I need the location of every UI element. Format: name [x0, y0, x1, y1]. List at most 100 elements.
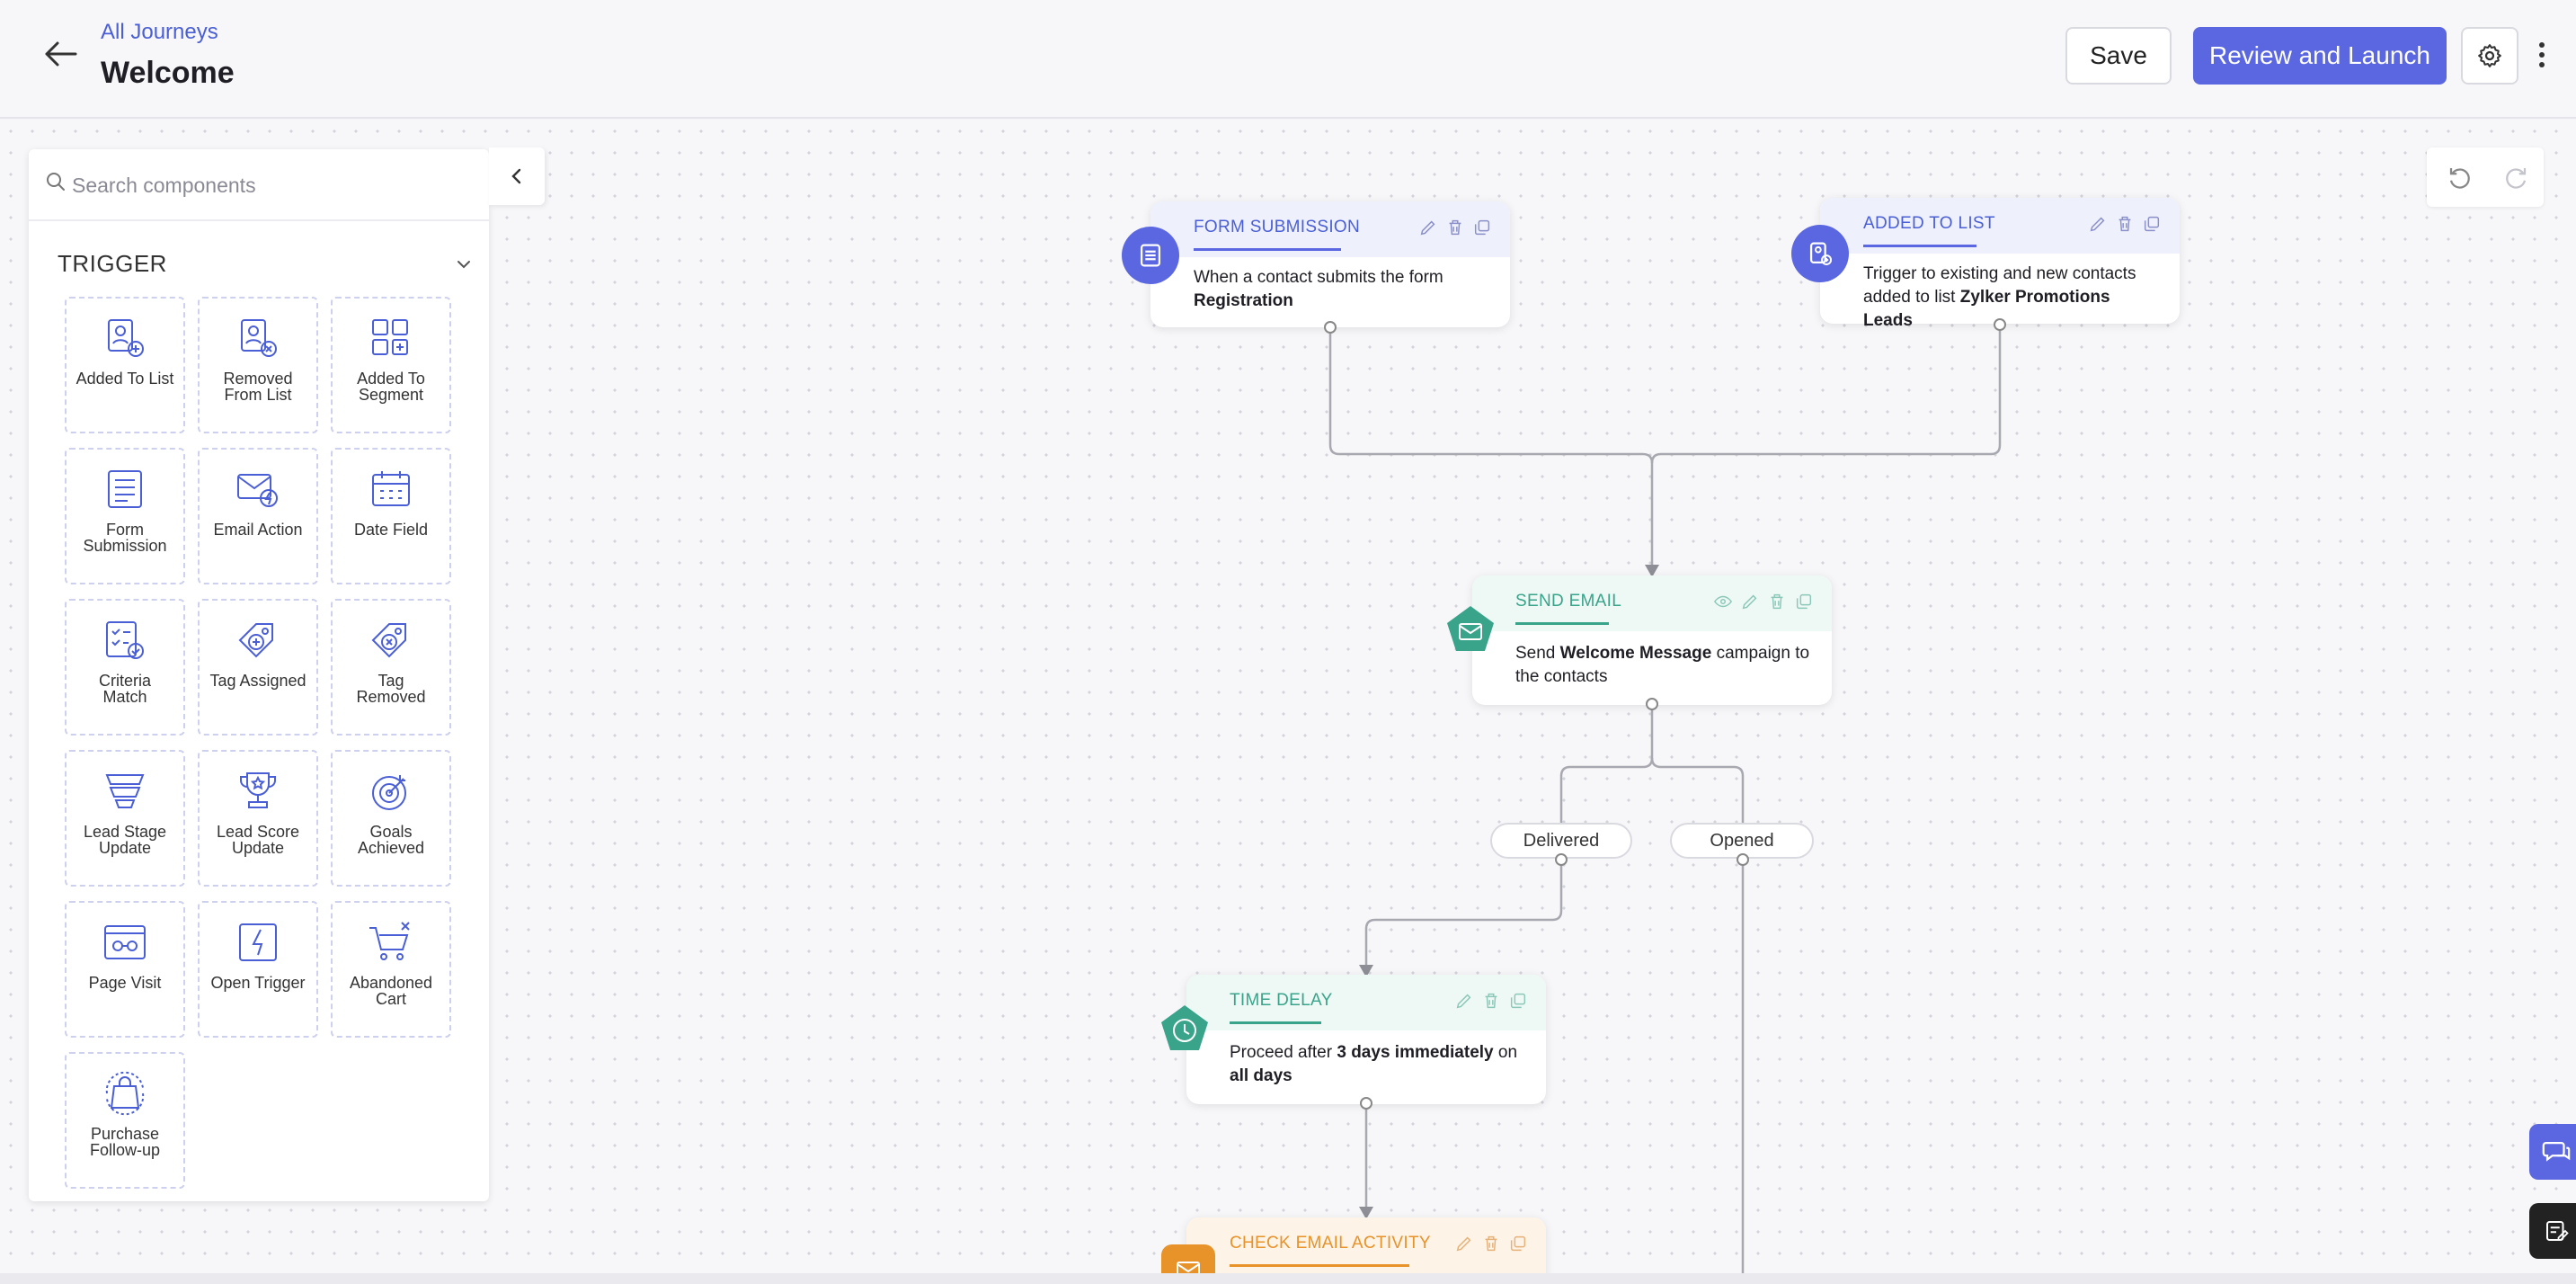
- node-actions: [1454, 991, 1528, 1011]
- trigger-section-header[interactable]: TRIGGER: [58, 243, 480, 286]
- node-send-email[interactable]: SEND EMAIL Send Welcome Message campaign…: [1472, 575, 1832, 705]
- node-actions: [1454, 1234, 1528, 1253]
- node-title: SEND EMAIL: [1515, 592, 1622, 611]
- page-title: Welcome: [101, 56, 235, 90]
- branch-port[interactable]: [1737, 853, 1749, 866]
- component-added-to-segment[interactable]: Added To Segment: [331, 297, 451, 433]
- node-description: Send Welcome Message campaign to the con…: [1515, 644, 1810, 686]
- chevron-left-icon: [511, 168, 521, 184]
- delete-icon[interactable]: [1445, 218, 1465, 237]
- duplicate-icon[interactable]: [1472, 218, 1492, 237]
- node-title: FORM SUBMISSION: [1194, 218, 1361, 236]
- undo-redo-controls: [2427, 147, 2544, 207]
- edit-icon[interactable]: [1454, 1234, 1474, 1253]
- chat-support-icon[interactable]: [2529, 1124, 2576, 1180]
- bottom-strip: [0, 1273, 2576, 1284]
- branch-delivered[interactable]: Delivered: [1490, 823, 1632, 859]
- open-trigger-icon: [239, 923, 277, 961]
- cart-icon: [369, 922, 410, 960]
- list-add-icon: [1791, 225, 1849, 282]
- funnel-icon: [105, 774, 145, 808]
- node-description: Trigger to existing and new contacts add…: [1863, 264, 2136, 330]
- email-action-icon: [237, 474, 278, 507]
- component-tag-assigned[interactable]: Tag Assigned: [198, 599, 318, 736]
- delete-icon[interactable]: [1767, 592, 1787, 611]
- component-lead-stage-update[interactable]: Lead Stage Update: [65, 750, 185, 887]
- branch-port[interactable]: [1555, 853, 1568, 866]
- node-check-email-activity[interactable]: CHECK EMAIL ACTIVITY: [1186, 1217, 1546, 1284]
- node-actions: [1418, 218, 1492, 237]
- preview-eye-icon[interactable]: [1713, 592, 1733, 611]
- redo-icon[interactable]: [2502, 164, 2529, 191]
- component-added-to-list[interactable]: Added To List: [65, 297, 185, 433]
- tag-remove-icon: [371, 623, 406, 658]
- page-visit-icon: [104, 925, 146, 959]
- search-bar: [29, 149, 489, 221]
- more-options-icon[interactable]: [2527, 32, 2556, 77]
- trophy-icon: [240, 772, 276, 808]
- edit-icon[interactable]: [1740, 592, 1760, 611]
- collapse-panel-button[interactable]: [489, 147, 545, 205]
- duplicate-icon[interactable]: [1508, 991, 1528, 1011]
- criteria-icon: [106, 621, 144, 659]
- component-tag-removed[interactable]: Tag Removed: [331, 599, 451, 736]
- settings-gear-icon[interactable]: [2461, 27, 2518, 85]
- purchase-icon: [105, 1071, 145, 1116]
- segment-add-icon: [372, 319, 408, 355]
- top-header: All Journeys Welcome Save Review and Lau…: [0, 0, 2576, 119]
- form-icon: [1122, 227, 1179, 284]
- search-icon: [45, 171, 70, 196]
- duplicate-icon[interactable]: [1508, 1234, 1528, 1253]
- component-removed-from-list[interactable]: Removed From List: [198, 297, 318, 433]
- node-actions: [1713, 592, 1814, 611]
- breadcrumb-all-journeys[interactable]: All Journeys: [101, 20, 218, 44]
- output-port[interactable]: [1324, 321, 1337, 334]
- node-actions: [2088, 214, 2162, 234]
- duplicate-icon[interactable]: [1794, 592, 1814, 611]
- output-port[interactable]: [1994, 318, 2006, 331]
- tag-add-icon: [238, 623, 273, 658]
- component-page-visit[interactable]: Page Visit: [65, 901, 185, 1038]
- list-remove-icon: [241, 319, 277, 357]
- component-criteria-match[interactable]: Criteria Match: [65, 599, 185, 736]
- node-added-to-list[interactable]: ADDED TO LIST Trigger to existing and ne…: [1820, 198, 2180, 330]
- section-title: TRIGGER: [58, 250, 167, 277]
- delete-icon[interactable]: [1481, 991, 1501, 1011]
- review-and-launch-button[interactable]: Review and Launch: [2193, 27, 2447, 85]
- component-abandoned-cart[interactable]: Abandoned Cart: [331, 901, 451, 1038]
- clock-icon: [1156, 1002, 1213, 1059]
- component-form-submission[interactable]: Form Submission: [65, 448, 185, 584]
- undo-icon[interactable]: [2447, 164, 2474, 191]
- chevron-down-icon[interactable]: [453, 254, 475, 275]
- form-icon: [108, 470, 142, 508]
- component-open-trigger[interactable]: Open Trigger: [198, 901, 318, 1038]
- output-port[interactable]: [1360, 1097, 1372, 1110]
- calendar-icon: [372, 471, 410, 506]
- notes-icon[interactable]: [2529, 1203, 2576, 1259]
- send-email-icon: [1442, 602, 1499, 660]
- search-components-input[interactable]: [72, 164, 467, 207]
- target-icon: [372, 775, 406, 810]
- edit-icon[interactable]: [1418, 218, 1438, 237]
- component-date-field[interactable]: Date Field: [331, 448, 451, 584]
- back-arrow-icon[interactable]: [40, 32, 83, 76]
- component-purchase-follow-up[interactable]: Purchase Follow-up: [65, 1052, 185, 1189]
- output-port[interactable]: [1646, 698, 1658, 710]
- node-time-delay[interactable]: TIME DELAY Proceed after 3 days immediat…: [1186, 975, 1546, 1104]
- list-add-icon: [108, 319, 144, 357]
- component-goals-achieved[interactable]: Goals Achieved: [331, 750, 451, 887]
- save-button[interactable]: Save: [2065, 27, 2172, 85]
- node-form-submission[interactable]: FORM SUBMISSION When a contact submits t…: [1150, 201, 1510, 327]
- edit-icon[interactable]: [2088, 214, 2108, 234]
- edit-icon[interactable]: [1454, 991, 1474, 1011]
- component-lead-score-update[interactable]: Lead Score Update: [198, 750, 318, 887]
- duplicate-icon[interactable]: [2142, 214, 2162, 234]
- node-title: TIME DELAY: [1230, 991, 1333, 1010]
- node-description: Proceed after 3 days immediately on all …: [1230, 1043, 1518, 1085]
- node-title: CHECK EMAIL ACTIVITY: [1230, 1234, 1431, 1253]
- delete-icon[interactable]: [2115, 214, 2135, 234]
- delete-icon[interactable]: [1481, 1234, 1501, 1253]
- node-title: ADDED TO LIST: [1863, 214, 1995, 233]
- component-email-action[interactable]: Email Action: [198, 448, 318, 584]
